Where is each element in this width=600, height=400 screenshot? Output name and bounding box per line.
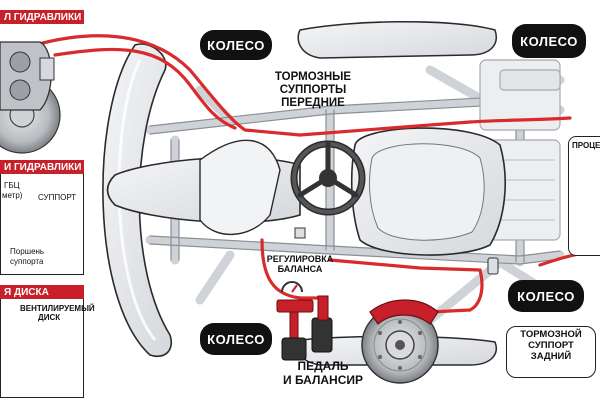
panel-title-process: ПРОЦЕС [572, 141, 600, 150]
pedal-icon [276, 295, 333, 361]
label-pedal-line1: ПЕДАЛЬ [297, 359, 349, 373]
label-front-calipers: ТОРМОЗНЫЕ СУППОРТЫ ПЕРЕДНИЕ [258, 71, 368, 111]
panel-title-hydraulics-mid: И ГИДРАВЛИКИ [0, 160, 84, 174]
panel-title-disc: Я ДИСКА [0, 285, 84, 299]
side-pod-top [297, 20, 497, 59]
label-vent-1: ВЕНТИЛИРУЕМЫЙ [20, 304, 95, 313]
label-pedal: ПЕДАЛЬ И БАЛАНСИР [278, 359, 368, 388]
panel-disc [0, 285, 84, 398]
label-balance: РЕГУЛИРОВКА БАЛАНСА [260, 254, 340, 275]
panel-title-text: И ГИДРАВЛИКИ [4, 161, 82, 173]
label-piston-1: Поршень [10, 247, 45, 256]
label-rear-caliper: ТОРМОЗНОЙ СУППОРТ ЗАДНИЙ [506, 329, 596, 363]
balance-valve [294, 227, 499, 275]
label-meter: метр) [2, 191, 23, 200]
wheel-label-rear-left: КОЛЕСО [200, 323, 272, 355]
label-front-calipers-line3: ПЕРЕДНИЕ [281, 97, 345, 110]
label-rear-caliper-line1: ТОРМОЗНОЙ [520, 329, 582, 340]
wheel-label-rear-right: КОЛЕСО [508, 280, 584, 312]
panel-hydraulics-mid [0, 160, 84, 275]
label-pedal-line2: И БАЛАНСИР [283, 372, 363, 387]
label-rear-caliper-line3: ЗАДНИЙ [530, 350, 572, 362]
brake-disc-icon [361, 299, 439, 384]
gauge-icon [281, 281, 303, 293]
steering-wheel-icon [290, 140, 366, 216]
panel-process [568, 136, 600, 256]
panel-title-hydraulics-top: Л ГИДРАВЛИКИ [0, 10, 84, 24]
caliper-icon [0, 41, 61, 154]
label-piston-2: суппорта [10, 257, 44, 266]
label-rear-caliper-box [506, 326, 596, 378]
label-gbc: ГБЦ [4, 181, 20, 190]
label-balance-line2: БАЛАНСА [277, 264, 323, 275]
nose-cone [106, 139, 301, 236]
label-front-calipers-line1: ТОРМОЗНЫЕ [274, 71, 352, 83]
label-rear-caliper-line2: СУППОРТ [528, 339, 574, 351]
label-caliper: СУППОРТ [38, 193, 77, 202]
label-front-calipers-line2: СУППОРТЫ [279, 84, 347, 97]
panel-title-text: Я ДИСКА [4, 286, 49, 298]
seat-icon [350, 127, 506, 256]
wheel-label-front-left: КОЛЕСО [200, 30, 272, 60]
brake-lines [33, 34, 592, 314]
label-balance-line1: РЕГУЛИРОВКА [266, 254, 334, 264]
panel-title-text: Л ГИДРАВЛИКИ [4, 11, 82, 23]
label-vent-2: ДИСК [38, 313, 61, 322]
wheel-label-front-right: КОЛЕСО [512, 24, 586, 58]
engine-block [479, 59, 561, 241]
